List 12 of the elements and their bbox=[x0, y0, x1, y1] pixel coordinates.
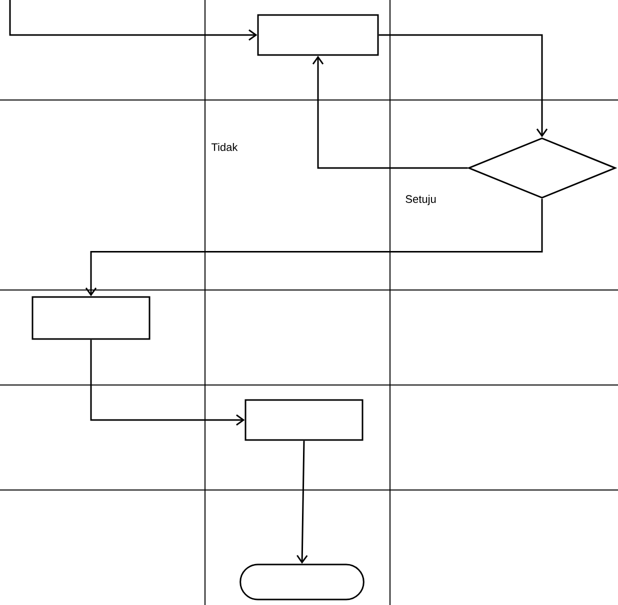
edge-label: Setuju bbox=[406, 194, 436, 206]
arrow bbox=[296, 440, 308, 564]
arrow bbox=[312, 56, 468, 169]
arrow bbox=[85, 198, 543, 296]
arrow bbox=[378, 34, 548, 138]
process-box bbox=[257, 14, 379, 56]
note-label: Tidak bbox=[211, 142, 238, 152]
process-box bbox=[244, 399, 364, 441]
arrow bbox=[9, 0, 258, 41]
terminal-capsule bbox=[240, 564, 364, 600]
arrow bbox=[90, 340, 245, 426]
process-box bbox=[32, 296, 150, 340]
